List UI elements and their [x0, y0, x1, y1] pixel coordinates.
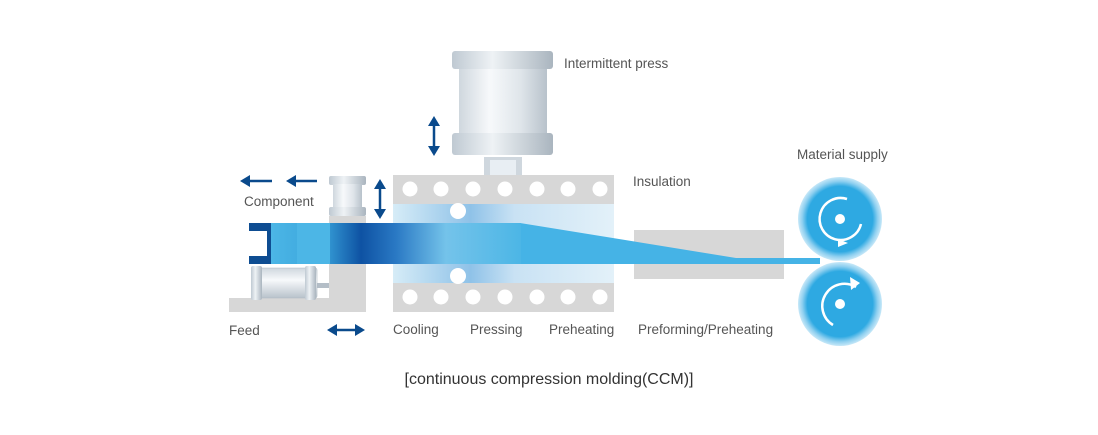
label-pressing: Pressing	[470, 322, 523, 337]
double-arrow-vertical-icon	[374, 179, 386, 219]
material-strip	[271, 203, 820, 284]
roller-bottom	[798, 262, 882, 346]
heater-hole-lower	[402, 289, 418, 305]
clamp-cylinder	[329, 176, 366, 216]
label-preheating: Preheating	[549, 322, 614, 337]
strip-taper	[520, 223, 820, 264]
heater-hole-upper	[497, 181, 513, 197]
double-arrow-horizontal-icon	[327, 324, 365, 336]
label-feed: Feed	[229, 323, 260, 338]
heater-hole-lower	[529, 289, 545, 305]
label-preforming-preheating: Preforming/Preheating	[638, 322, 773, 337]
left-arrow-icon	[240, 175, 272, 187]
heater-hole-lower	[433, 289, 449, 305]
label-intermittent-press: Intermittent press	[564, 56, 669, 71]
label-component: Component	[244, 194, 314, 209]
diagram-caption: [continuous compression molding(CCM)]	[405, 371, 694, 388]
heater-hole-upper	[402, 181, 418, 197]
label-material-supply: Material supply	[797, 147, 888, 162]
double-arrow-vertical-icon	[428, 116, 440, 156]
heater-hole-upper	[465, 181, 481, 197]
feed-cylinder	[251, 266, 329, 300]
left-arrow-icon	[286, 175, 317, 187]
heater-hole-lower	[560, 289, 576, 305]
label-insulation: Insulation	[633, 174, 691, 189]
heater-hole-lower	[497, 289, 513, 305]
heater-hole-upper	[592, 181, 608, 197]
label-cooling: Cooling	[393, 322, 439, 337]
heater-hole-lower	[465, 289, 481, 305]
heater-hole-upper	[560, 181, 576, 197]
heater-hole-upper	[529, 181, 545, 197]
rotation-arrow-icon	[821, 282, 857, 327]
heater-hole-upper	[433, 181, 449, 197]
heater-hole-lower	[592, 289, 608, 305]
intermittent-press	[452, 51, 553, 175]
rotation-arrow-icon	[818, 196, 863, 242]
base-plate	[229, 298, 366, 312]
roller-top	[798, 177, 882, 261]
